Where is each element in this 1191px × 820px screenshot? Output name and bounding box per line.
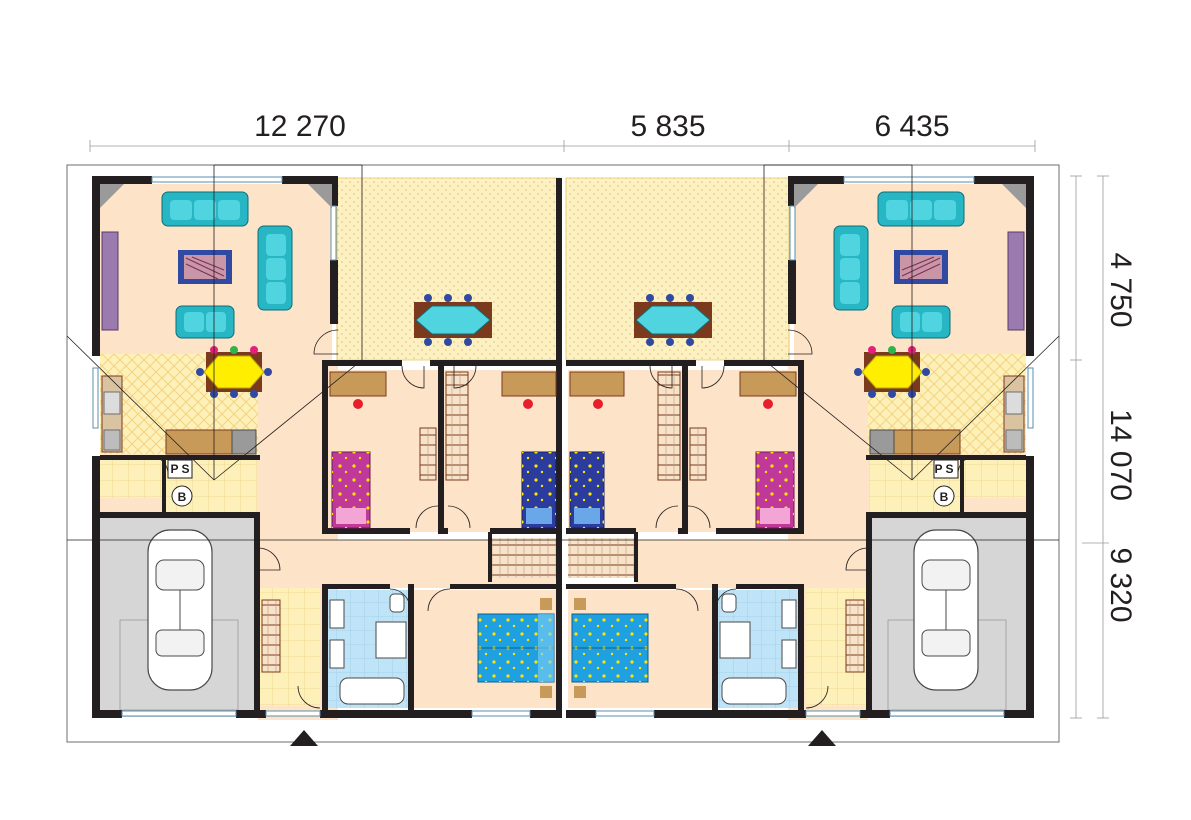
dimension-label: 9 320 xyxy=(1104,547,1137,622)
wardrobe-icon xyxy=(419,427,437,481)
utility-room xyxy=(100,460,162,498)
sofa-icon xyxy=(175,305,235,339)
boiler-label: B xyxy=(940,490,949,504)
roof-lines xyxy=(66,164,1060,541)
dimension-label: 14 070 xyxy=(1104,409,1137,501)
sauna-label: P S xyxy=(170,462,189,476)
dining-table-icon xyxy=(414,294,492,346)
boiler-label: B xyxy=(178,490,187,504)
desk-icon xyxy=(329,371,387,397)
dining-table-icon xyxy=(196,346,272,398)
fridge-icon xyxy=(231,429,257,455)
sink-icon xyxy=(329,599,345,629)
hallway xyxy=(258,540,490,588)
dimension-label: 12 270 xyxy=(254,110,346,143)
shower-icon xyxy=(375,621,407,659)
dining-table-icon xyxy=(634,294,712,346)
bed-icon xyxy=(331,451,371,529)
entrance-arrow-icon xyxy=(808,730,836,746)
sauna-icon xyxy=(167,459,193,479)
sink-icon xyxy=(329,639,345,669)
windows xyxy=(92,176,531,717)
entrance-arrow-icon xyxy=(290,730,318,746)
wardrobe-icon xyxy=(445,371,469,481)
coffee-table-icon xyxy=(178,250,232,284)
sauna-label: P S xyxy=(934,462,953,476)
unit-right xyxy=(566,176,1034,720)
chair-icon xyxy=(353,399,363,409)
desk-icon xyxy=(501,371,557,397)
door-swing-icon xyxy=(149,329,977,709)
dimension-label: 4 750 xyxy=(1104,252,1137,327)
walls xyxy=(92,176,562,718)
fireplace-icon xyxy=(100,184,124,208)
car-icon xyxy=(147,529,213,691)
bathtub-icon xyxy=(339,677,405,705)
tv-unit-icon xyxy=(101,231,119,331)
stove-icon xyxy=(103,429,121,451)
boiler-icon xyxy=(171,485,193,507)
sofa-icon xyxy=(161,191,249,227)
sink-icon xyxy=(103,391,121,415)
dimension-top: 12 270 5 835 6 435 xyxy=(89,110,1036,152)
sofa-icon xyxy=(257,225,293,311)
bed-icon xyxy=(477,613,555,683)
dimension-right: 4 750 14 070 9 320 xyxy=(1070,175,1137,719)
kitchen-island-icon xyxy=(165,429,233,455)
unit-left: P S B xyxy=(92,176,562,720)
chair-icon xyxy=(523,399,533,409)
dimension-label: 5 835 xyxy=(630,110,705,143)
bed-icon xyxy=(521,451,557,529)
stair-icon xyxy=(492,542,554,560)
dimension-label: 6 435 xyxy=(874,110,949,143)
wardrobe-icon xyxy=(261,599,281,673)
toilet-icon xyxy=(389,593,405,613)
